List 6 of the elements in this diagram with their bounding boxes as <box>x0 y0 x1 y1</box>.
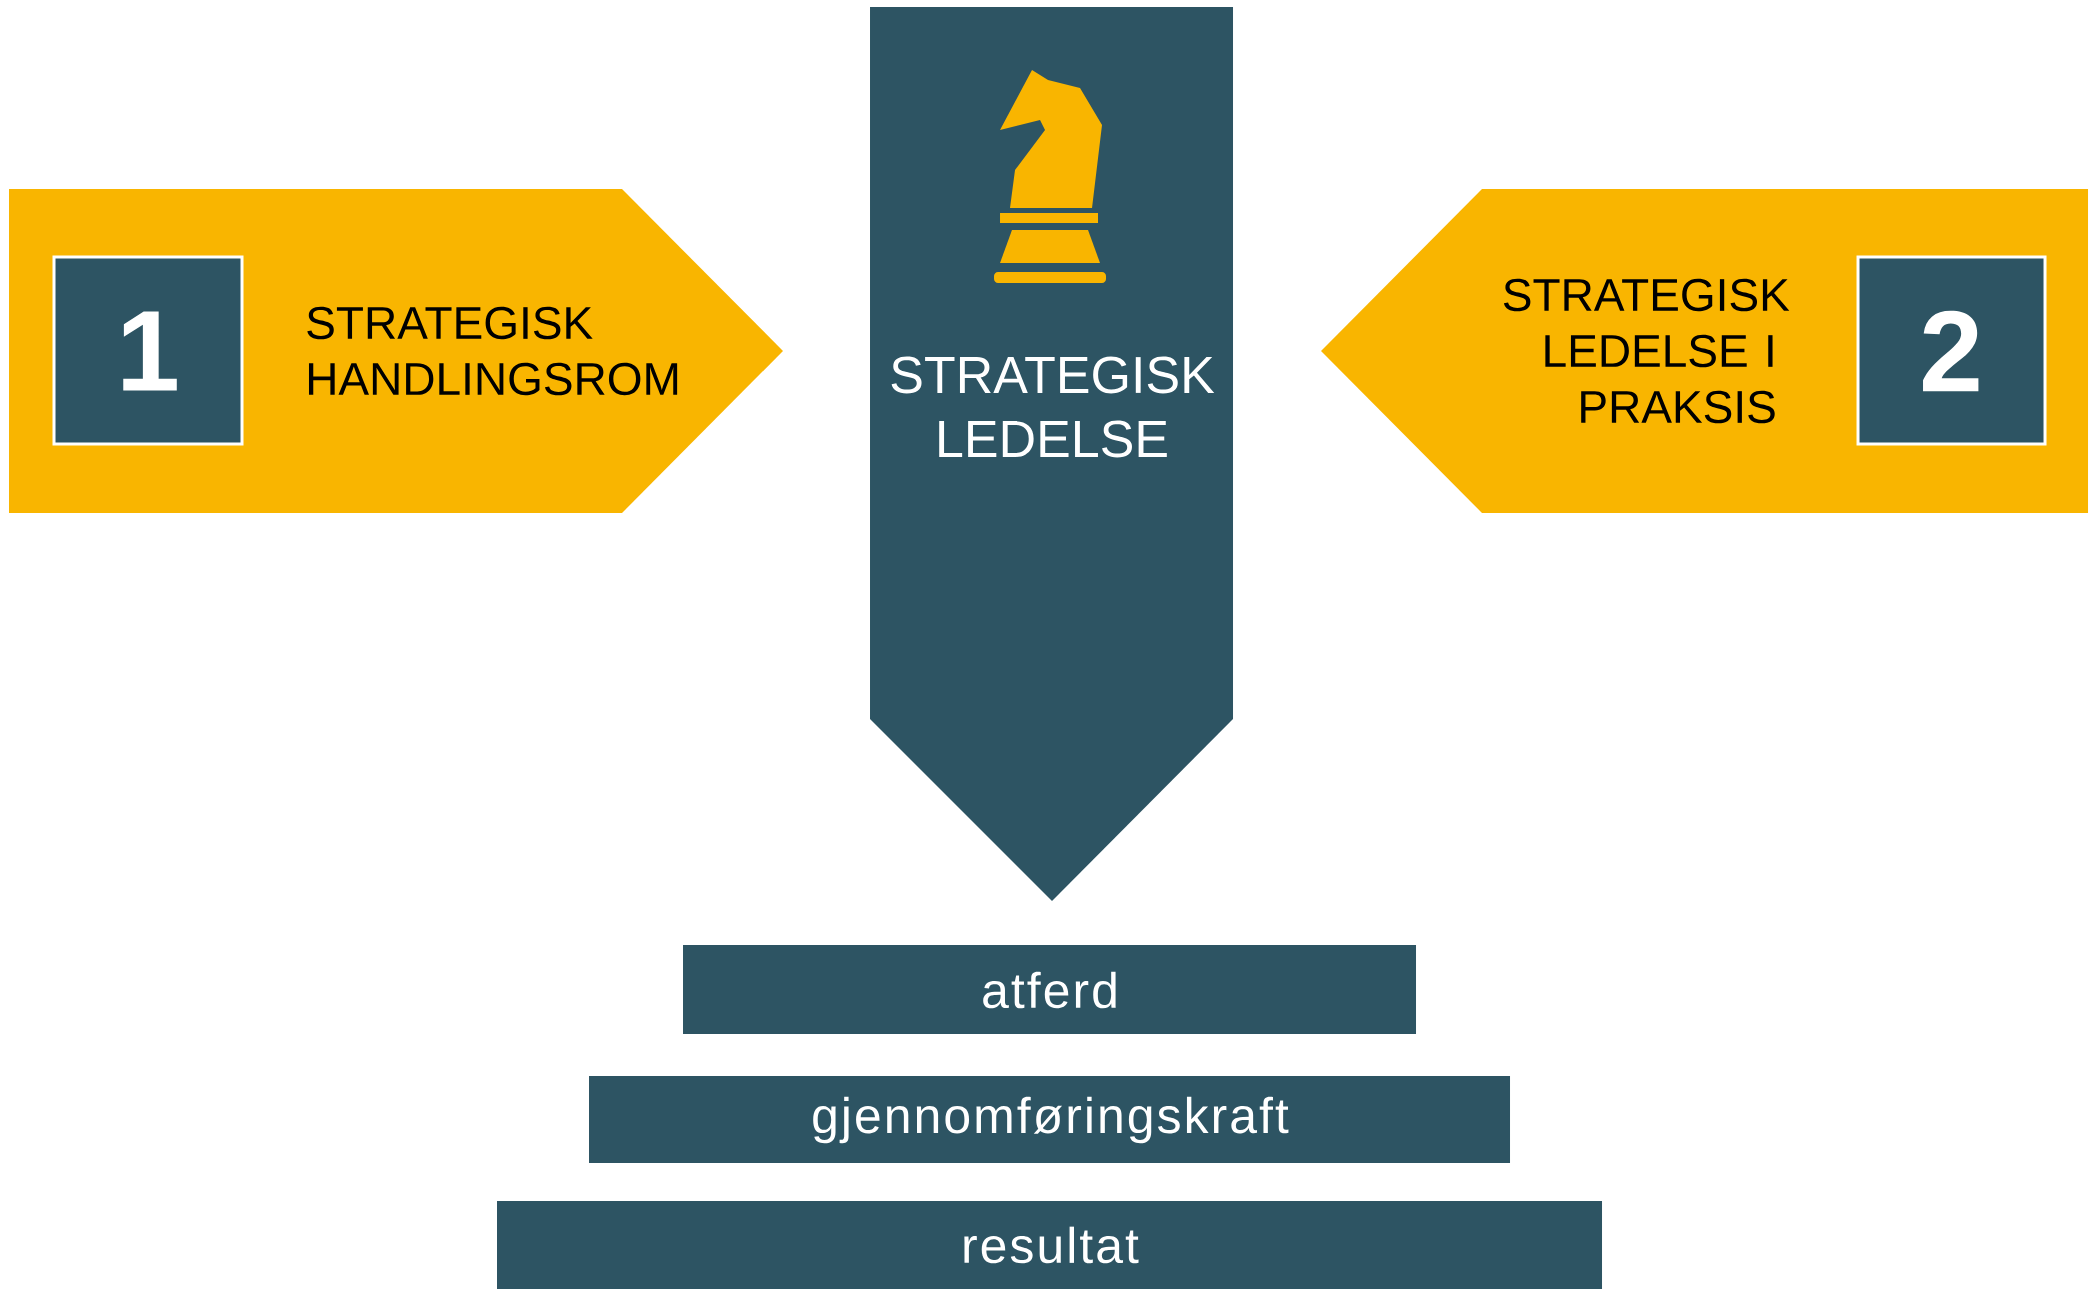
number-box: 1 <box>52 255 244 446</box>
arrow-banner: STRATEGISK LEDELSE <box>870 7 1233 901</box>
step-bar: atferd <box>683 945 1416 1034</box>
number-box: 2 <box>1856 255 2047 446</box>
step-bar: resultat <box>497 1201 1602 1289</box>
step-bar: gjennomføringskraft <box>589 1076 1510 1163</box>
